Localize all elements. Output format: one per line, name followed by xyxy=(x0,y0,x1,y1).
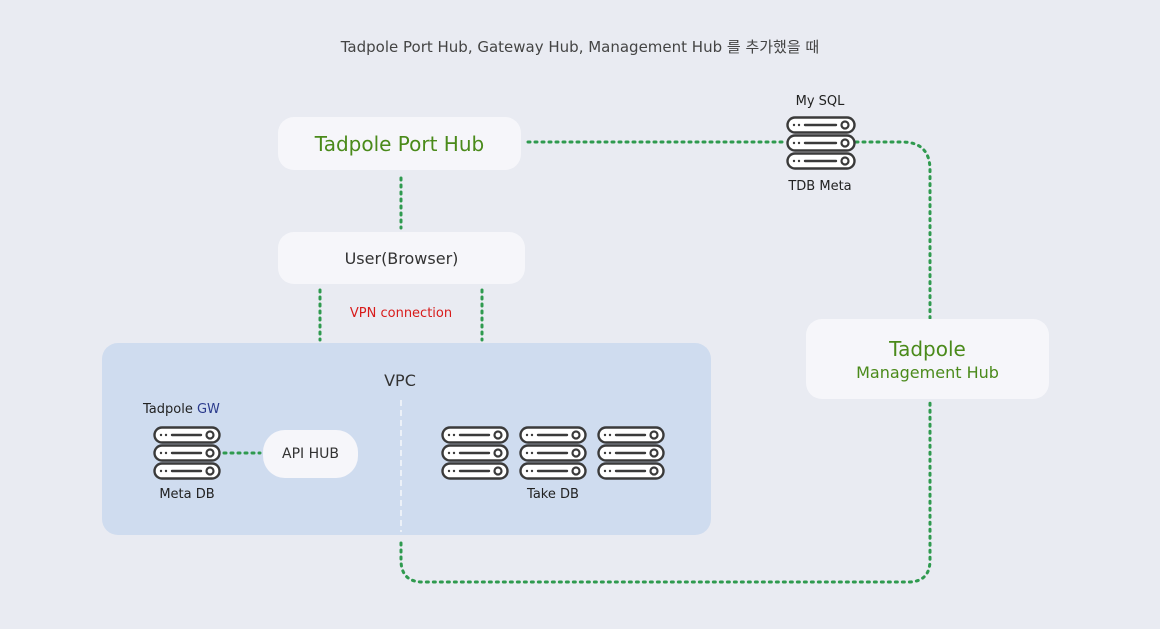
connector-mysql-mgmt xyxy=(854,140,932,320)
port-hub-box: Tadpole Port Hub xyxy=(278,117,521,170)
take-db-server-icon-3 xyxy=(597,426,665,480)
server-unit xyxy=(519,462,587,480)
take-db-label: Take DB xyxy=(527,487,579,502)
meta-db-server-icon xyxy=(153,426,221,480)
server-unit xyxy=(441,462,509,480)
api-hub-box: API HUB xyxy=(263,430,358,478)
vpn-connection-label: VPN connection xyxy=(349,306,453,321)
api-hub-label: API HUB xyxy=(282,446,339,462)
tdb-meta-label: TDB Meta xyxy=(788,179,852,194)
gw-prefix: Tadpole xyxy=(143,402,193,417)
user-browser-label: User(Browser) xyxy=(344,248,459,268)
tadpole-gw-label: Tadpole GW xyxy=(143,402,233,417)
server-unit xyxy=(153,444,221,462)
server-unit xyxy=(441,426,509,444)
management-hub-box: Tadpole Management Hub xyxy=(806,319,1049,399)
vpc-label: VPC xyxy=(384,371,416,390)
server-unit xyxy=(153,426,221,444)
take-db-server-icon-1 xyxy=(441,426,509,480)
mysql-label: My SQL xyxy=(795,94,845,109)
management-hub-line1: Tadpole xyxy=(889,336,966,361)
port-hub-label: Tadpole Port Hub xyxy=(314,131,485,156)
server-unit xyxy=(786,134,856,152)
server-unit xyxy=(153,462,221,480)
take-db-server-icon-2 xyxy=(519,426,587,480)
server-unit xyxy=(597,444,665,462)
server-unit xyxy=(597,462,665,480)
diagram-title: Tadpole Port Hub, Gateway Hub, Managemen… xyxy=(340,38,820,56)
server-unit xyxy=(519,444,587,462)
meta-db-label: Meta DB xyxy=(159,487,215,502)
gw-accent: GW xyxy=(196,402,220,417)
server-unit xyxy=(519,426,587,444)
mysql-server-icon xyxy=(786,116,856,170)
connector-vpc-mgmt xyxy=(399,399,932,584)
management-hub-line2: Management Hub xyxy=(856,362,999,382)
server-unit xyxy=(597,426,665,444)
server-unit xyxy=(786,116,856,134)
user-browser-box: User(Browser) xyxy=(278,232,525,284)
server-unit xyxy=(441,444,509,462)
server-unit xyxy=(786,152,856,170)
vpc-region xyxy=(102,343,711,535)
